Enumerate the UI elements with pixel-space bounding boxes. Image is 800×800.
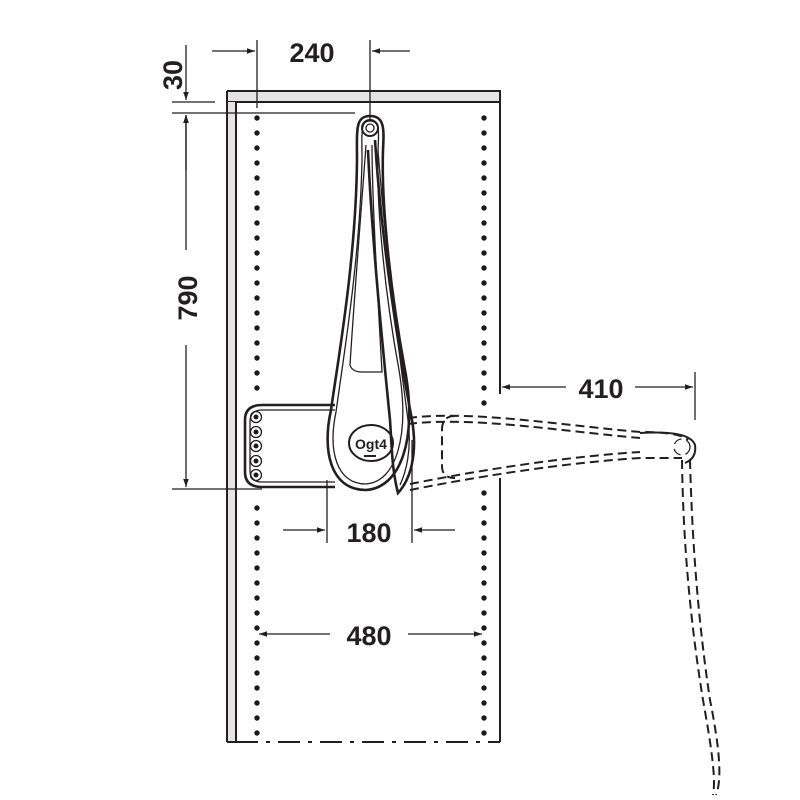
dimension-480: 480: [259, 621, 482, 651]
hole-dot: [254, 610, 260, 616]
hole-dot: [481, 310, 487, 316]
hole-dot: [254, 625, 260, 631]
hole-dot: [481, 490, 487, 496]
hole-dot: [481, 235, 487, 241]
hole-dot: [481, 325, 487, 331]
hole-dot: [254, 370, 260, 376]
hole-dot: [254, 355, 260, 361]
hole-dot: [481, 400, 487, 406]
hole-dot: [254, 595, 260, 601]
hole-dot: [481, 595, 487, 601]
screw-hole-icon: [249, 410, 263, 424]
hole-dot: [481, 355, 487, 361]
hole-dot: [481, 550, 487, 556]
hole-dot: [254, 175, 260, 181]
dimension-label-240: 240: [289, 38, 334, 68]
dimension-180: 180: [283, 440, 455, 548]
hole-dot: [481, 295, 487, 301]
logo-badge: Ogt4: [355, 436, 387, 452]
hole-dot: [481, 385, 487, 391]
hole-dot: [481, 655, 487, 661]
hole-dot: [254, 640, 260, 646]
hole-dot: [481, 280, 487, 286]
hole-dot: [481, 175, 487, 181]
hole-dot: [254, 565, 260, 571]
hole-dot: [481, 160, 487, 166]
screw-hole-icon: [249, 454, 263, 468]
hole-dot: [481, 520, 487, 526]
dimension-790: 790: [172, 115, 262, 490]
hole-dot: [481, 715, 487, 721]
hole-dot: [254, 235, 260, 241]
hole-dot: [254, 715, 260, 721]
hole-dot: [254, 730, 260, 736]
hole-dot: [481, 625, 487, 631]
hole-dot: [481, 610, 487, 616]
dimension-240: 240: [212, 38, 410, 120]
dimension-label-180: 180: [346, 518, 391, 548]
hole-dot: [254, 310, 260, 316]
hole-dot: [254, 550, 260, 556]
hole-dot: [481, 535, 487, 541]
hole-dot: [254, 295, 260, 301]
hole-dot: [481, 730, 487, 736]
hole-dot: [481, 250, 487, 256]
hole-dot: [481, 145, 487, 151]
lift-arm-extended: [407, 414, 721, 796]
screw-hole-icon: [249, 425, 263, 439]
hole-dot: [481, 670, 487, 676]
hole-dot: [254, 160, 260, 166]
hole-dot: [254, 130, 260, 136]
hole-dot: [254, 535, 260, 541]
hole-dot: [254, 505, 260, 511]
dimension-label-790: 790: [173, 275, 203, 320]
hole-dot: [254, 685, 260, 691]
hole-dot: [481, 190, 487, 196]
dimension-410: 410: [502, 372, 696, 420]
hole-dot: [481, 220, 487, 226]
hole-dot: [481, 340, 487, 346]
hole-dot: [254, 385, 260, 391]
hole-dot: [481, 565, 487, 571]
hole-dot: [481, 685, 487, 691]
hole-dot: [481, 130, 487, 136]
screw-hole-icon: [249, 439, 263, 453]
hole-dot: [254, 700, 260, 706]
right-hole-row: [481, 115, 487, 736]
hole-dot: [481, 640, 487, 646]
hole-dot: [254, 655, 260, 661]
dimension-label-410: 410: [578, 374, 623, 404]
hole-dot: [254, 340, 260, 346]
hole-dot: [254, 580, 260, 586]
hole-dot: [254, 520, 260, 526]
hole-dot: [254, 190, 260, 196]
screw-hole-icon: [249, 468, 263, 482]
hole-dot: [481, 115, 487, 121]
hole-dot: [254, 325, 260, 331]
cabinet-outline: [226, 90, 501, 743]
hole-dot: [481, 205, 487, 211]
hole-dot: [254, 145, 260, 151]
hole-dot: [254, 220, 260, 226]
hole-dot: [254, 205, 260, 211]
hole-dot: [481, 505, 487, 511]
dimension-label-30: 30: [158, 60, 188, 90]
wall-mount-plate: [243, 403, 335, 489]
hole-dot: [254, 265, 260, 271]
hole-dot: [254, 670, 260, 676]
hole-dot: [254, 115, 260, 121]
dimension-label-480: 480: [346, 621, 391, 651]
hole-dot: [254, 280, 260, 286]
hole-dot: [481, 370, 487, 376]
hole-dot: [481, 265, 487, 271]
hole-dot: [481, 580, 487, 586]
hole-dot: [254, 250, 260, 256]
left-hole-row: [254, 115, 260, 736]
hole-dot: [481, 700, 487, 706]
lift-arm-closed: Ogt4: [326, 114, 416, 496]
